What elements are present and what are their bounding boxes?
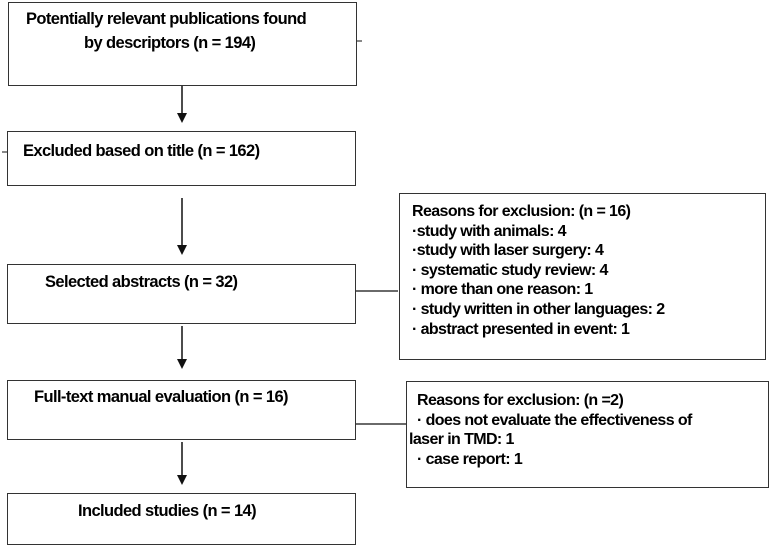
excluded-title-label: Excluded based on title (n = 162) [23,142,260,160]
abstract-exclusion-heading: Reasons for exclusion: (n = 16) [412,203,631,220]
included-studies-label: Included studies (n = 14) [78,502,257,520]
abstract-exclusion-reasons-box: Reasons for exclusion: (n = 16) ·study w… [399,193,766,360]
excluded-title-box: Excluded based on title (n = 162) [7,131,356,186]
fulltext-exclusion-item: · case report: 1 [417,450,523,468]
fulltext-evaluation-label: Full-text manual evaluation (n = 16) [34,388,289,406]
abstract-exclusion-item: ·study with laser surgery: 4 [412,242,604,260]
fulltext-exclusion-item: laser in TMD: 1 [409,431,514,449]
included-studies-box: Included studies (n = 14) [7,493,356,545]
abstract-exclusion-item: ·study with animals: 4 [412,222,567,240]
identified-publications-box: Potentially relevant publications found … [8,2,357,86]
fulltext-evaluation-box: Full-text manual evaluation (n = 16) [7,380,356,440]
selected-abstracts-label: Selected abstracts (n = 32) [45,273,238,291]
fulltext-exclusion-reasons-box: Reasons for exclusion: (n =2) · does not… [406,381,769,488]
abstract-exclusion-item: · abstract presented in event: 1 [412,320,630,338]
fulltext-exclusion-heading: Reasons for exclusion: (n =2) [417,392,624,409]
selected-abstracts-box: Selected abstracts (n = 32) [7,264,356,324]
abstract-exclusion-item: · more than one reason: 1 [412,281,593,299]
abstract-exclusion-item: · study written in other languages: 2 [412,300,665,318]
identified-line-1: Potentially relevant publications found [26,10,307,28]
fulltext-exclusion-item: · does not evaluate the effectiveness of [417,411,692,429]
abstract-exclusion-item: · systematic study review: 4 [412,261,608,279]
identified-line-2: by descriptors (n = 194) [84,34,256,52]
